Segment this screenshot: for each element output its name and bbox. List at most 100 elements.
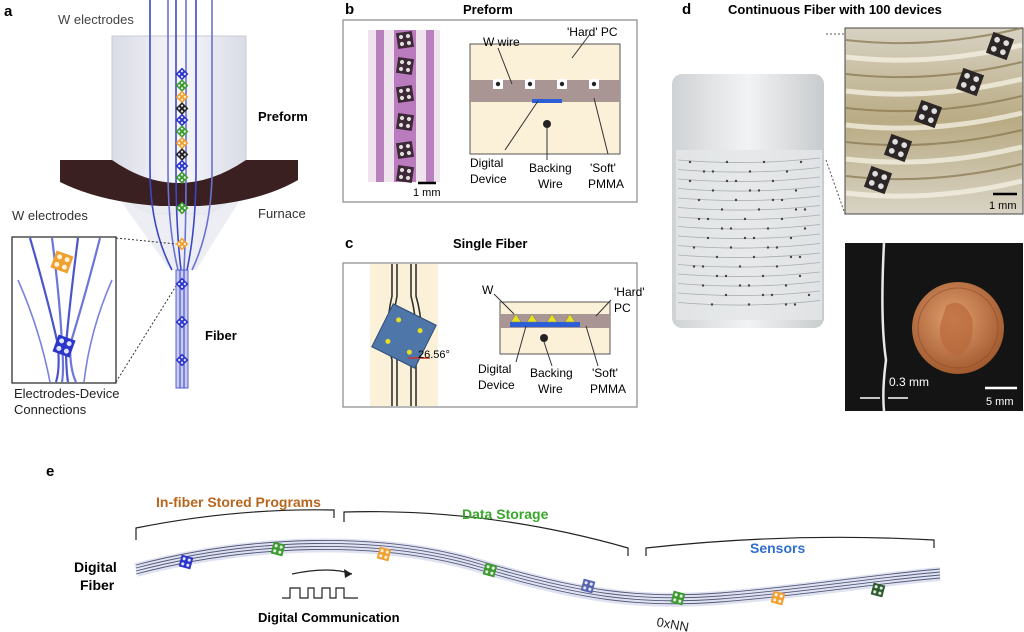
w-contact	[526, 313, 538, 323]
coil-device	[692, 265, 696, 268]
digital-device-c	[510, 322, 580, 327]
coil-device	[747, 284, 751, 287]
zoom-device	[985, 31, 1015, 61]
leader-device-c	[515, 325, 527, 363]
panel-b: b Preform 1 mm W wire 'Hard' PC Digital …	[342, 1, 638, 203]
digital-label-b: Digital	[470, 156, 503, 170]
inset-orange-device	[50, 250, 74, 274]
electrode-wire	[175, 0, 182, 271]
w-wire-dot	[495, 81, 501, 87]
preform-devices	[175, 67, 189, 251]
hex-label: 0xNN	[655, 614, 690, 632]
coil-device	[701, 265, 705, 268]
coil-device	[688, 179, 692, 183]
coil-line	[677, 252, 821, 258]
leader-w	[493, 293, 515, 315]
leader-w-wire	[497, 47, 513, 85]
coil-device	[706, 217, 710, 221]
coil-line	[677, 195, 821, 201]
coil-device	[706, 236, 710, 240]
beaker-liquid	[676, 150, 822, 320]
coil-device	[794, 208, 798, 211]
panel-b-title: Preform	[463, 2, 513, 17]
coil-line	[677, 167, 821, 173]
coil-device	[798, 274, 802, 278]
coil-device	[771, 179, 775, 183]
fiber-device-e	[270, 541, 286, 557]
w-wire-dot	[527, 81, 533, 87]
coil-device	[752, 236, 756, 240]
zoom-strand	[845, 144, 1023, 165]
fiber-coils	[677, 157, 821, 306]
brace-programs	[135, 509, 335, 540]
coil-device	[748, 189, 752, 192]
soft-label-c: 'Soft'	[592, 366, 618, 380]
coil-device	[798, 255, 802, 259]
fiber-device	[175, 277, 189, 291]
zoom-leader-bottom	[825, 159, 846, 215]
coil-line	[677, 271, 821, 277]
coil-line	[677, 205, 821, 211]
leader-hard-pc	[571, 33, 591, 59]
panel-a: a W electrodes Preform Furnace Fiber W e…	[4, 0, 308, 417]
programs-label: In-fiber Stored Programs	[156, 494, 321, 510]
coil-device	[757, 208, 761, 211]
zoom-device	[883, 133, 913, 163]
coil-device	[748, 170, 752, 173]
micrograph-device	[395, 140, 415, 160]
fiber-device-e	[482, 562, 498, 578]
w-wire-slots	[493, 79, 599, 89]
coil-device	[743, 217, 747, 221]
inset-leader-bottom	[115, 285, 177, 383]
coil-device	[720, 208, 724, 211]
panel-d: d Continuous Fiber with 100 devices 1 mm…	[672, 1, 1024, 412]
coil-line	[677, 214, 821, 220]
coil-device	[692, 246, 696, 249]
fiber-device-e	[770, 590, 786, 606]
backing-wire-b	[543, 120, 551, 128]
coil-device	[784, 284, 788, 287]
coil-device	[789, 255, 793, 259]
zoom-strand	[845, 163, 1023, 181]
coil-device	[766, 246, 770, 249]
coil-device	[711, 170, 715, 173]
zoom-strand	[845, 178, 1023, 199]
panel-c: c Single Fiber 26.56° W 'Hard' PC Digita	[342, 235, 645, 408]
coil-device	[724, 274, 728, 278]
w-contact	[564, 313, 576, 323]
coil-device	[771, 198, 775, 202]
micrograph-device	[395, 84, 415, 104]
coil-device	[710, 303, 714, 306]
fiber-device-e	[670, 590, 686, 606]
digital-device-b	[532, 99, 562, 103]
micrograph-device	[395, 56, 415, 76]
coil-device	[734, 179, 738, 183]
w-electrodes-inset-label: W electrodes	[12, 208, 88, 223]
w-wire-dot	[559, 81, 565, 87]
digital-label-c: Digital	[478, 362, 511, 376]
single-device-c	[371, 303, 437, 369]
zoom-device	[863, 165, 893, 195]
panel-d-title: Continuous Fiber with 100 devices	[728, 2, 942, 17]
coil-device	[738, 284, 742, 287]
hard-label-c: 'Hard'	[614, 285, 645, 299]
coil-device	[775, 246, 779, 249]
zoom-strand	[845, 27, 1023, 45]
zoom-fiber-strands	[845, 27, 1023, 199]
backing-wire-c	[540, 334, 548, 342]
micrograph-devices	[395, 30, 415, 184]
panel-c-letter: c	[345, 235, 353, 252]
coil-device	[770, 293, 774, 297]
pmma-layer	[470, 80, 620, 102]
fiber-wire-line	[135, 548, 941, 605]
zoom-device	[913, 99, 943, 129]
coil-device	[697, 217, 701, 221]
coil-device	[785, 170, 789, 173]
fiber-devices	[175, 277, 189, 367]
coil-device	[789, 236, 793, 240]
zoom-strand	[845, 129, 1023, 147]
panel-a-letter: a	[4, 3, 13, 20]
panel-e: e In-fiber Stored Programs Data Storage …	[46, 463, 941, 632]
w-label-c: W	[482, 283, 494, 297]
